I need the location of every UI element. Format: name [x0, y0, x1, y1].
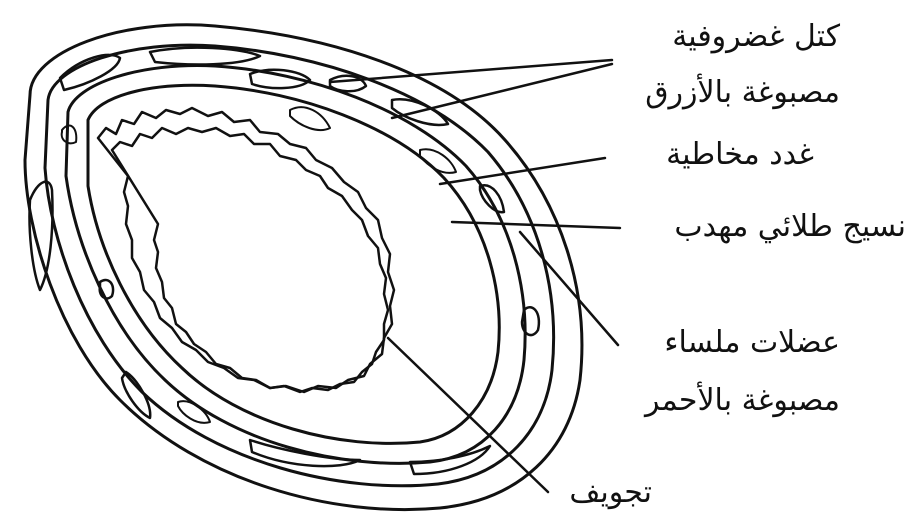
lumen-boundary [112, 128, 388, 392]
mucous-gland [62, 126, 77, 144]
label-cartilage-line2: مصبوغة بالأزرق [645, 78, 840, 108]
mucous-gland [178, 401, 210, 423]
cartilage-plate [330, 76, 366, 92]
leader-line-muscle [520, 232, 618, 345]
ciliated-epithelium-layer [98, 108, 394, 392]
label-smooth-muscle-line1: عضلات ملساء [664, 328, 840, 358]
leader-lines [330, 60, 620, 492]
mucous-gland [290, 107, 330, 130]
label-smooth-muscle-line2: مصبوغة بالأحمر [645, 386, 840, 416]
cartilage-plate [410, 446, 490, 474]
outer-wall [25, 25, 582, 510]
leader-line-cartilage-a [330, 60, 612, 82]
mucous-glands [62, 107, 456, 423]
label-ciliated-epithelium: نسيج طلائي مهدب [674, 212, 906, 242]
leader-line-cartilage-b [392, 64, 612, 118]
label-mucous-glands: غدد مخاطية [666, 140, 814, 170]
cartilage-plate [150, 48, 260, 65]
submucosa-wall-outer [45, 45, 554, 486]
label-lumen: تجويف [569, 478, 652, 508]
label-cartilage-line1: كتل غضروفية [672, 22, 840, 52]
